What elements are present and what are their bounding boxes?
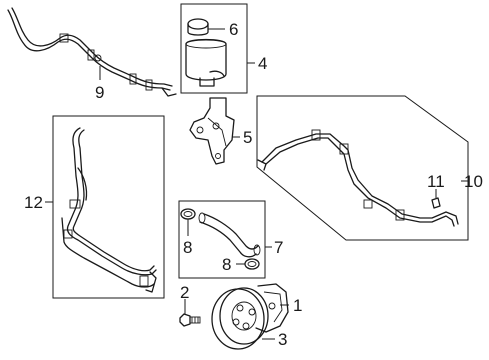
- callout-8-lower: 8: [222, 255, 231, 274]
- clamp-8-upper: [180, 208, 196, 220]
- pump-1: [255, 283, 289, 333]
- return-hose-12: [61, 127, 157, 293]
- suction-hose-frame: [178, 200, 266, 279]
- reservoir-4: [185, 18, 227, 87]
- clip-11: [431, 197, 441, 209]
- pulley-3: [211, 287, 269, 350]
- callout-3: 3: [278, 330, 287, 349]
- callout-7: 7: [274, 238, 283, 257]
- pressure-hose-9: [7, 7, 177, 97]
- clamp-8-lower: [244, 258, 260, 270]
- callout-1: 1: [293, 296, 302, 315]
- bracket-5: [189, 97, 235, 165]
- callout-9: 9: [95, 83, 104, 102]
- bolt-2: [179, 313, 201, 327]
- cooler-line-frame: [256, 95, 469, 241]
- reservoir-frame: [180, 3, 248, 94]
- cooler-line-10: [257, 129, 459, 227]
- suction-hose-7: [198, 212, 261, 258]
- callout-2: 2: [180, 283, 189, 302]
- callout-6: 6: [229, 20, 238, 39]
- callout-5: 5: [243, 128, 252, 147]
- callout-8-upper: 8: [183, 238, 192, 257]
- return-hose-frame: [52, 115, 165, 299]
- callout-10: 10: [464, 172, 483, 191]
- callout-4: 4: [258, 54, 267, 73]
- callout-12: 12: [24, 193, 43, 212]
- callout-11: 11: [427, 172, 445, 191]
